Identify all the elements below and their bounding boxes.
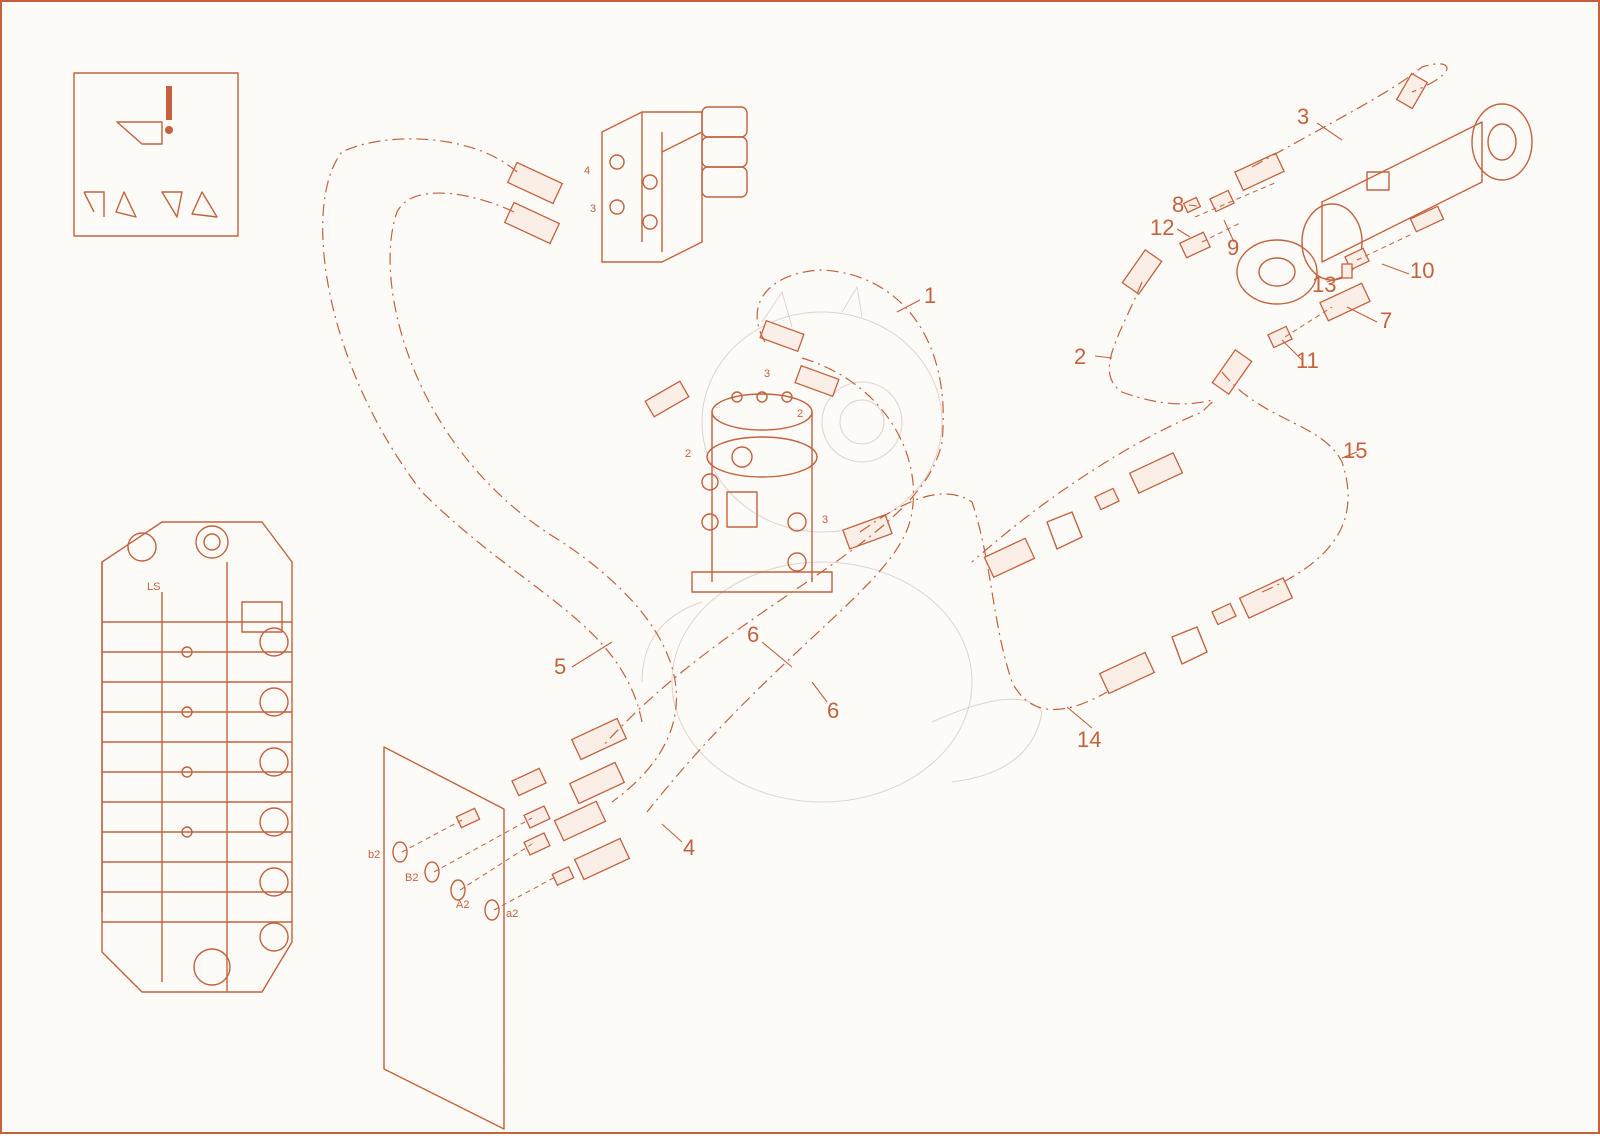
- port-label-a2-upper: A2: [456, 899, 469, 911]
- callout-11: 11: [1296, 348, 1319, 373]
- callout-2: 2: [1074, 344, 1086, 369]
- plate-fittings: [401, 717, 631, 911]
- port-label-2-swivel-left: 2: [685, 448, 691, 460]
- port-label-3-swivel-lower: 3: [822, 514, 828, 526]
- watermark-mascot: [641, 285, 1043, 803]
- callout-5: 5: [554, 654, 566, 679]
- hydraulic-cylinder: [1236, 72, 1533, 305]
- solenoid-valve-block: [601, 106, 748, 263]
- cylinder-fittings: [983, 152, 1413, 695]
- center-swivel-joint: [691, 391, 833, 593]
- callout-6-lower: 6: [827, 698, 839, 723]
- main-control-valve: [101, 521, 293, 993]
- callout-12: 12: [1150, 215, 1174, 240]
- valve-mounting-plate: [383, 746, 505, 1130]
- port-label-ls: LS: [147, 581, 160, 593]
- callout-7: 7: [1380, 308, 1392, 333]
- callout-10: 10: [1410, 258, 1434, 283]
- port-label-3-top: 3: [590, 203, 596, 215]
- port-label-2-swivel-right: 2: [797, 408, 803, 420]
- callout-1: 1: [924, 283, 936, 308]
- callout-13: 13: [1312, 272, 1336, 297]
- callout-3: 3: [1297, 104, 1309, 129]
- callout-14: 14: [1077, 727, 1101, 752]
- callout-9: 9: [1227, 235, 1239, 260]
- port-label-a2-lower: a2: [506, 908, 518, 920]
- port-label-b2-upper: B2: [405, 872, 418, 884]
- swivel-fittings: [503, 161, 893, 550]
- port-label-4: 4: [584, 165, 590, 177]
- port-label-b2-lower: b2: [368, 849, 380, 861]
- hoses: [322, 63, 1448, 813]
- callout-8: 8: [1172, 192, 1184, 217]
- leader-lines: [571, 122, 1410, 843]
- port-label-3-swivel: 3: [764, 368, 770, 380]
- callout-6-upper: 6: [747, 622, 759, 647]
- bucket-warning-icon: [73, 72, 239, 237]
- callout-15: 15: [1343, 438, 1367, 463]
- callout-4: 4: [683, 835, 695, 860]
